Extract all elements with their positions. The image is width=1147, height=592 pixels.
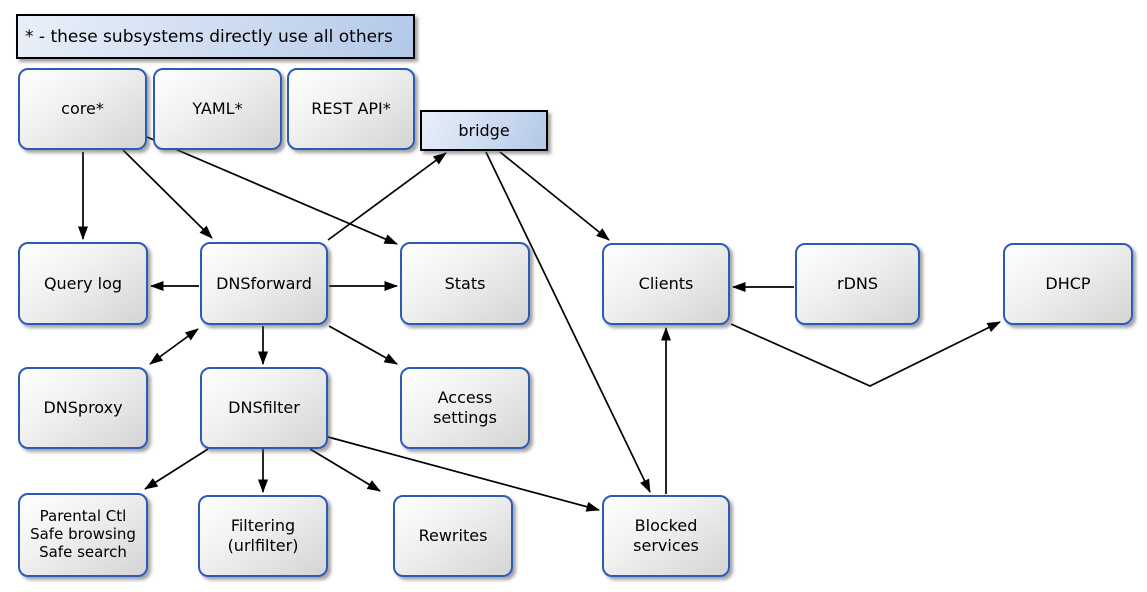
node-blocked-services: Blocked services <box>602 495 730 577</box>
node-query-log: Query log <box>18 242 148 325</box>
node-filtering-urlfilter: Filtering (urlfilter) <box>198 495 328 577</box>
node-rest-api-label: REST API* <box>311 99 391 119</box>
node-stats-label: Stats <box>444 273 486 293</box>
node-core-label: core* <box>61 99 104 119</box>
node-clients-label: Clients <box>638 274 694 294</box>
node-dnsproxy: DNSproxy <box>18 367 148 449</box>
node-parental-safe: Parental Ctl Safe browsing Safe search <box>18 493 148 577</box>
edge-dnsfilter-parental <box>144 448 209 490</box>
node-stats: Stats <box>400 242 530 325</box>
edge-bridge-blocked <box>485 151 651 493</box>
node-access-settings-line2: settings <box>433 408 497 427</box>
node-parental-line3: Safe search <box>39 542 127 561</box>
node-parental-line2: Safe browsing <box>30 525 136 544</box>
node-dhcp-label: DHCP <box>1045 274 1091 294</box>
edge-dnsforward-access <box>328 325 398 365</box>
node-query-log-label: Query log <box>43 273 123 293</box>
node-rdns: rDNS <box>795 243 920 325</box>
node-access-settings-line1: Access <box>437 388 493 408</box>
node-clients: Clients <box>602 243 730 325</box>
edge-dnsforward-dnsproxy <box>149 328 199 365</box>
node-bridge: bridge <box>420 110 548 151</box>
legend-text: * - these subsystems directly use all ot… <box>25 26 393 47</box>
edge-dnsfilter-rewrites <box>309 448 381 492</box>
node-rewrites-label: Rewrites <box>418 526 488 546</box>
node-dnsfilter-label: DNSfilter <box>228 398 300 418</box>
node-bridge-label: bridge <box>458 121 510 140</box>
node-dnsproxy-label: DNSproxy <box>43 398 123 418</box>
node-core: core* <box>18 68 147 150</box>
node-dnsforward-label: DNSforward <box>216 273 312 293</box>
node-yaml: YAML* <box>153 68 282 150</box>
edge-bridge-clients <box>499 151 610 241</box>
legend-note: * - these subsystems directly use all ot… <box>16 14 415 59</box>
edge-dnsfilter-blocked <box>327 436 600 512</box>
edge-clients-dhcp <box>730 321 1001 387</box>
node-filtering-line2: (urlfilter) <box>227 536 299 555</box>
edge-core-dnsforward <box>122 149 213 239</box>
node-yaml-label: YAML* <box>192 99 243 119</box>
node-rest-api: REST API* <box>287 68 415 150</box>
edge-dnsforward-bridge <box>327 152 447 241</box>
node-blocked-services-line2: services <box>633 536 699 555</box>
node-parental-line1: Parental Ctl <box>39 507 127 526</box>
node-dnsfilter: DNSfilter <box>200 367 328 449</box>
node-dnsforward: DNSforward <box>200 242 328 325</box>
node-filtering-line1: Filtering <box>230 516 296 536</box>
node-access-settings: Access settings <box>400 367 530 449</box>
edge-core-stats <box>146 136 398 245</box>
node-blocked-services-line1: Blocked <box>634 516 698 536</box>
node-dhcp: DHCP <box>1003 243 1133 325</box>
node-rdns-label: rDNS <box>836 274 879 294</box>
node-rewrites: Rewrites <box>393 495 513 577</box>
